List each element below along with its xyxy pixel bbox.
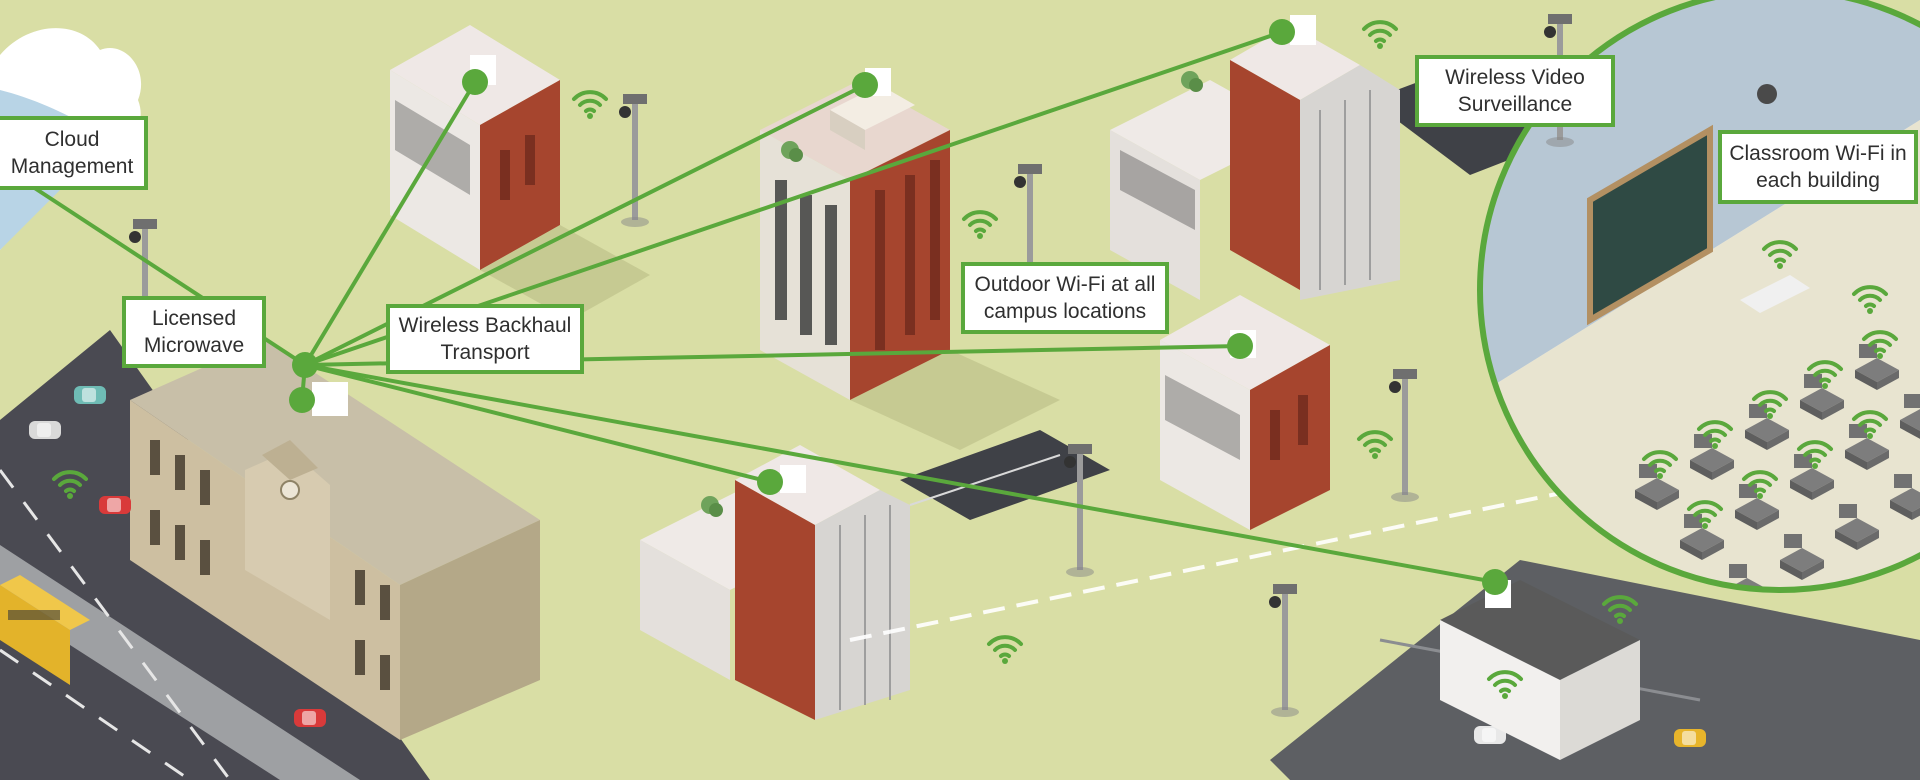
clock-icon	[1757, 84, 1777, 104]
clock-icon	[281, 481, 299, 499]
